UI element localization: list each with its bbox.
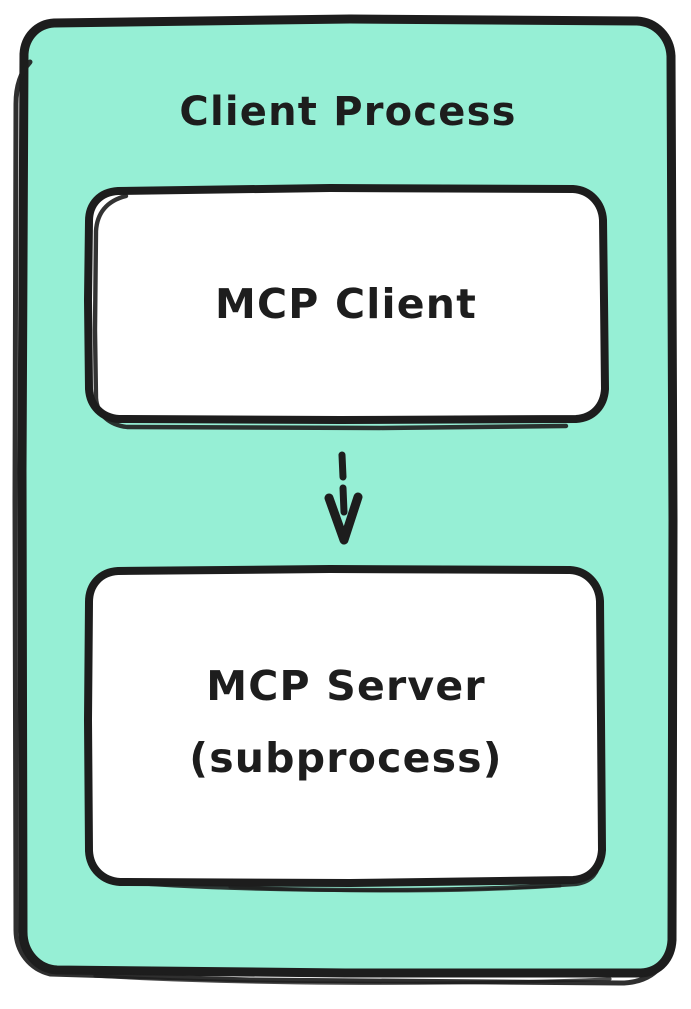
container-border-stroke-1: [17, 14, 678, 978]
node-mcp-server-border-stroke-3: [228, 884, 562, 893]
edge-client-to-server[interactable]: [324, 451, 363, 545]
container-border-stroke-2: [12, 59, 670, 986]
container-border-stroke-3: [93, 974, 612, 985]
node-mcp-server-fill: [88, 570, 602, 881]
node-mcp-client[interactable]: MCP Client: [84, 184, 609, 431]
node-mcp-client-fill: [88, 189, 605, 419]
node-mcp-client-label: MCP Client: [215, 280, 477, 328]
node-mcp-server-label-line2: (subprocess): [189, 734, 502, 782]
node-mcp-server-border-stroke-1: [84, 565, 606, 887]
node-mcp-server[interactable]: MCP Server (subprocess): [84, 565, 606, 893]
node-mcp-server-label-line1: MCP Server: [206, 662, 486, 710]
edge-dash-segment-2: [339, 484, 348, 516]
edge-arrowhead-icon: [324, 492, 363, 545]
edge-dash-segment-1: [338, 451, 347, 481]
container-title: Client Process: [179, 89, 516, 135]
node-mcp-client-border-stroke-2: [92, 193, 569, 431]
node-mcp-client-border-stroke-1: [84, 184, 609, 424]
